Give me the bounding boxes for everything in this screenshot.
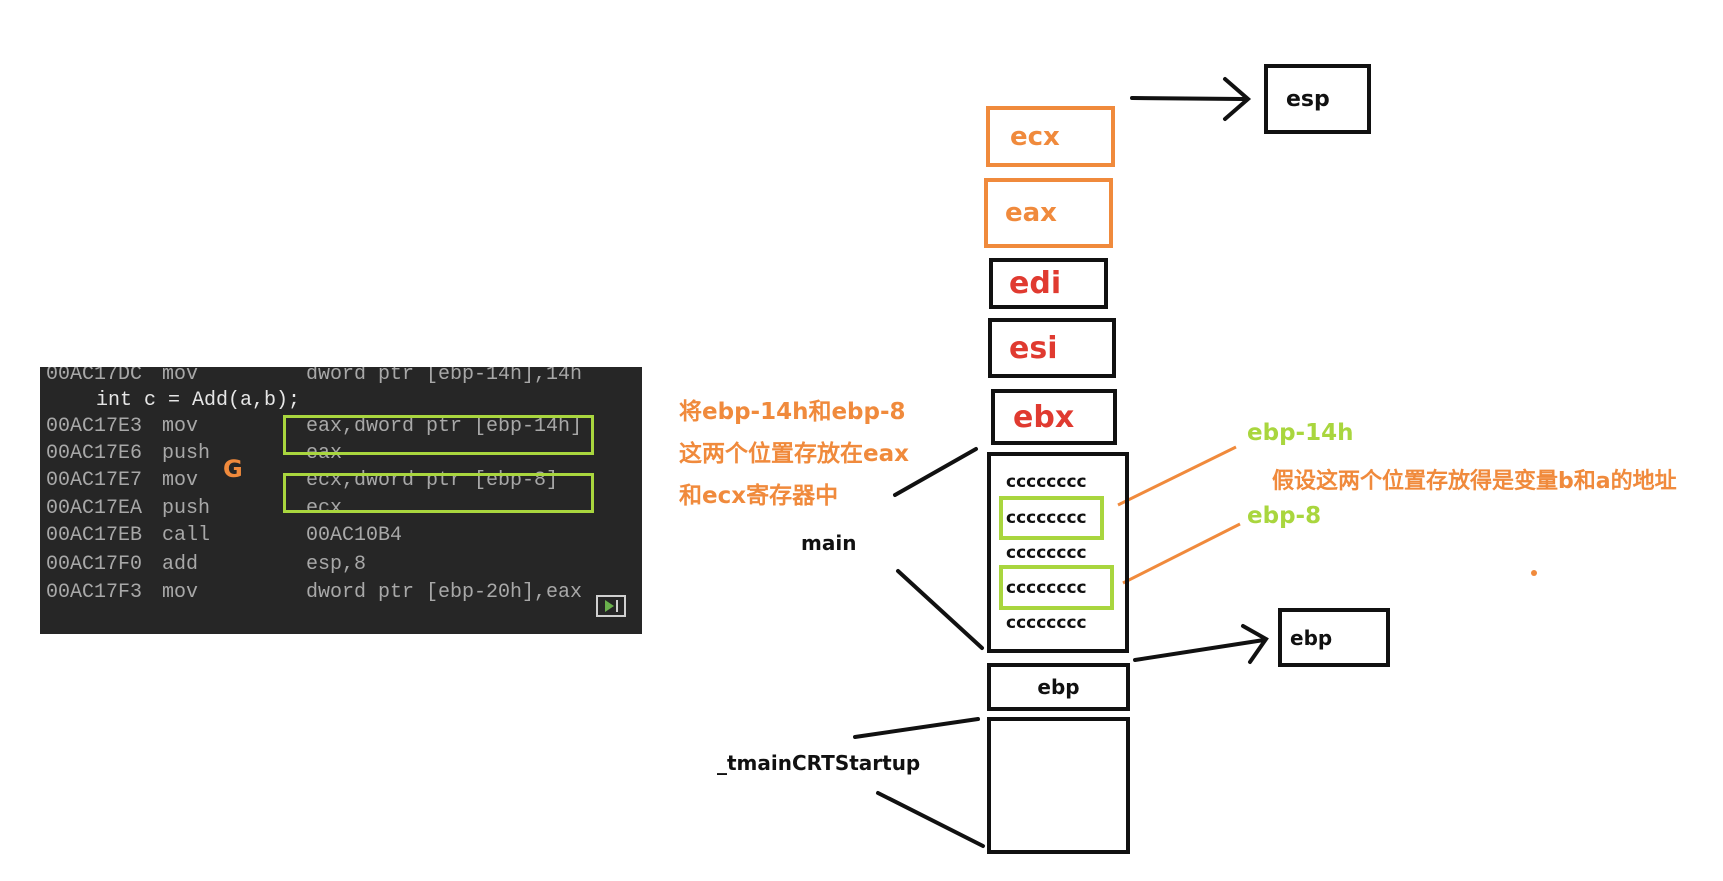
highlight-ebp-14h xyxy=(283,415,594,455)
ebp-14h-pointer xyxy=(1117,445,1237,507)
main-frame-locals xyxy=(987,452,1129,653)
ebp-8-label: ebp-8 xyxy=(1247,503,1322,529)
highlight-cell-ebp-8 xyxy=(999,565,1114,610)
esp-arrow-line xyxy=(1130,96,1245,101)
startup-bracket-bottom xyxy=(876,791,985,848)
run-to-cursor-icon[interactable] xyxy=(596,595,626,617)
stray-dot xyxy=(1531,570,1537,576)
bar-icon xyxy=(615,600,618,612)
g-marker: G xyxy=(223,455,243,483)
stack-cell: cccccccc xyxy=(1006,472,1087,492)
stack-slot-esi: esi xyxy=(988,318,1116,378)
highlight-cell-ebp-14h xyxy=(999,496,1104,540)
startup-frame xyxy=(987,717,1130,854)
code-line: 00AC17F3 mov dword ptr [ebp-20h],eax xyxy=(46,581,583,604)
stack-slot-ecx: ecx xyxy=(986,106,1115,167)
highlight-ebp-8 xyxy=(283,473,594,513)
stack-cell: cccccccc xyxy=(1006,543,1087,563)
stack-slot-saved-ebp: ebp xyxy=(987,663,1130,711)
note-variables: 假设这两个位置存放得是变量b和a的地址 xyxy=(1272,469,1677,494)
esp-pointer-box: esp xyxy=(1264,64,1371,134)
main-bracket-bottom xyxy=(896,569,984,650)
ebp-14h-label: ebp-14h xyxy=(1247,420,1354,446)
code-line: 00AC17F0 add esp,8 xyxy=(46,553,367,576)
code-line: 00AC17E6 push eax xyxy=(46,442,343,465)
stack-slot-ebx: ebx xyxy=(991,389,1117,445)
stack-cell: cccccccc xyxy=(1006,578,1087,598)
stack-cell: cccccccc xyxy=(1006,508,1087,528)
main-bracket-top xyxy=(893,447,978,497)
ebp-8-pointer xyxy=(1122,522,1241,585)
main-frame-label: main xyxy=(801,531,857,555)
code-line: 00AC17EA push ecx xyxy=(46,497,343,520)
disassembly-panel: 00AC17DC mov dword ptr [ebp-14h],14h int… xyxy=(40,367,642,634)
code-line: 00AC17DC mov dword ptr [ebp-14h],14h xyxy=(46,367,583,386)
ebp-arrow-head xyxy=(1241,624,1269,664)
code-line: 00AC17EB call 00AC10B4 xyxy=(46,524,403,547)
code-line: 00AC17E3 mov eax,dword ptr [ebp-14h] xyxy=(46,415,583,438)
play-icon xyxy=(604,600,614,612)
source-line: int c = Add(a,b); xyxy=(96,389,301,412)
startup-bracket-top xyxy=(853,717,980,739)
note-line-1: 将ebp-14h和ebp-8 xyxy=(679,399,906,425)
note-line-3: 和ecx寄存器中 xyxy=(679,483,839,509)
ebp-arrow-line xyxy=(1133,638,1266,662)
stack-slot-edi: edi xyxy=(989,258,1108,309)
esp-arrow-head xyxy=(1223,77,1252,121)
note-line-2: 这两个位置存放在eax xyxy=(679,441,909,467)
stack-cell: cccccccc xyxy=(1006,613,1087,633)
stack-slot-eax: eax xyxy=(984,178,1113,248)
ebp-pointer-box: ebp xyxy=(1278,608,1390,667)
startup-frame-label: _tmainCRTStartup xyxy=(717,751,921,775)
